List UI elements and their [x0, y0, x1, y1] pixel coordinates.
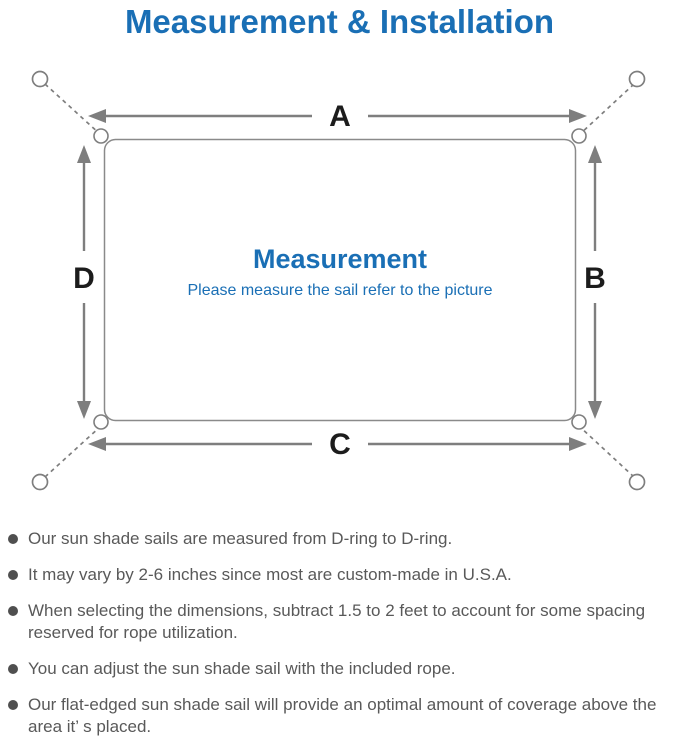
note-text: You can adjust the sun shade sail with t…: [28, 659, 456, 678]
bullet-icon: [8, 570, 18, 580]
d-ring-icon: [571, 414, 587, 430]
list-item: You can adjust the sun shade sail with t…: [8, 658, 671, 680]
rope-line-bottom-left: [44, 425, 102, 478]
arrowhead-right-icon: [569, 437, 587, 451]
list-item: When selecting the dimensions, subtract …: [8, 600, 671, 644]
note-text: It may vary by 2-6 inches since most are…: [28, 565, 512, 584]
arrowhead-up-icon: [77, 145, 91, 163]
bullet-icon: [8, 534, 18, 544]
dimension-label-c: C: [329, 428, 351, 461]
dimension-label-d: D: [73, 262, 95, 295]
note-text: When selecting the dimensions, subtract …: [28, 601, 646, 642]
rope-line-top-right: [578, 83, 635, 136]
measurement-diagram: A C D B: [31, 70, 646, 491]
sail-rectangle: [103, 138, 577, 422]
anchor-ring-icon: [31, 473, 49, 491]
d-ring-icon: [93, 414, 109, 430]
list-item: Our flat-edged sun shade sail will provi…: [8, 694, 671, 738]
note-text: Our sun shade sails are measured from D-…: [28, 529, 453, 548]
bullet-icon: [8, 606, 18, 616]
d-ring-icon: [93, 128, 109, 144]
rope-line-bottom-right: [578, 425, 635, 478]
anchor-rings: [31, 70, 646, 491]
anchor-ring-icon: [31, 70, 49, 88]
list-item: It may vary by 2-6 inches since most are…: [8, 564, 671, 586]
d-ring-icon: [571, 128, 587, 144]
arrowhead-left-icon: [88, 437, 106, 451]
arrowhead-down-icon: [588, 401, 602, 419]
rope-line-top-left: [44, 83, 102, 136]
page-title: Measurement & Installation: [124, 3, 555, 40]
arrowhead-right-icon: [569, 109, 587, 123]
dimension-label-a: A: [329, 100, 351, 133]
list-item: Our sun shade sails are measured from D-…: [8, 528, 671, 550]
arrowhead-left-icon: [88, 109, 106, 123]
anchor-ring-icon: [628, 473, 646, 491]
arrowhead-down-icon: [77, 401, 91, 419]
dimension-label-b: B: [584, 262, 606, 295]
anchor-ring-icon: [628, 70, 646, 88]
d-rings: [93, 128, 587, 430]
arrowhead-up-icon: [588, 145, 602, 163]
bullet-icon: [8, 700, 18, 710]
notes-list: Our sun shade sails are measured from D-…: [8, 528, 671, 739]
bullet-icon: [8, 664, 18, 674]
note-text: Our flat-edged sun shade sail will provi…: [28, 695, 657, 736]
